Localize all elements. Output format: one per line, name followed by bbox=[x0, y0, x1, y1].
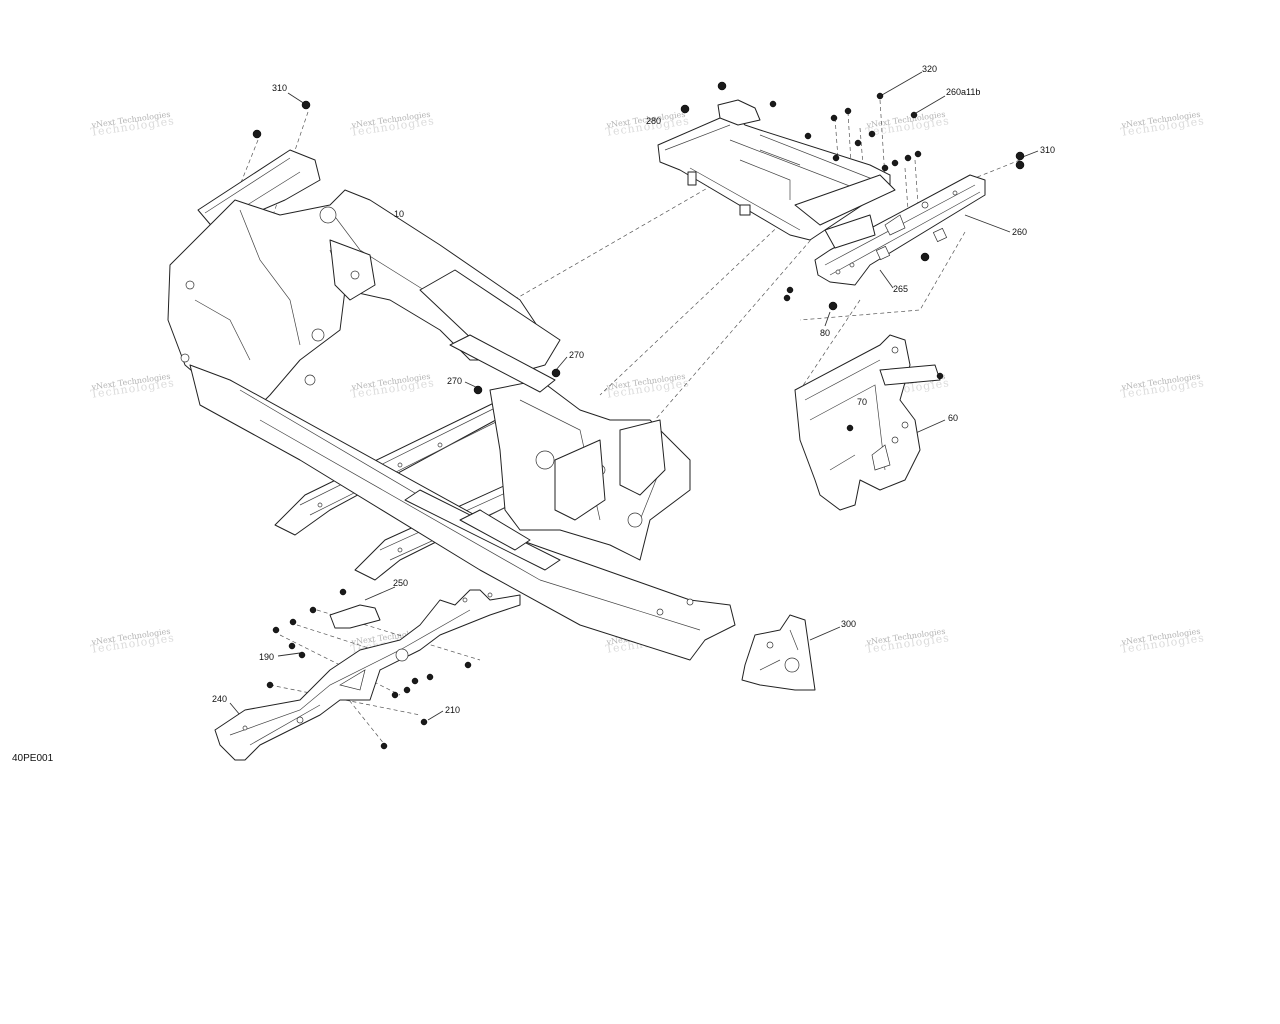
callout-70: 70 bbox=[857, 397, 867, 407]
callout-260a11b: 260a11b bbox=[946, 87, 980, 97]
main-frame-part-10 bbox=[167, 149, 736, 661]
nut-icon bbox=[403, 686, 411, 694]
nut-icon bbox=[464, 661, 472, 669]
nut-icon bbox=[266, 681, 274, 689]
nut-icon bbox=[920, 252, 930, 262]
watermark: Technologies vNext Technologies bbox=[1120, 627, 1206, 656]
watermark: Technologies vNext Technologies bbox=[350, 372, 436, 401]
callout-250: 250 bbox=[393, 578, 408, 588]
bracket-part-300 bbox=[741, 614, 816, 691]
nut-icon bbox=[309, 606, 317, 614]
nut-icon bbox=[783, 294, 791, 302]
callout-60: 60 bbox=[948, 413, 958, 423]
nut-icon bbox=[786, 286, 794, 294]
callout-260: 260 bbox=[1012, 227, 1027, 237]
nut-icon bbox=[891, 159, 899, 167]
callout-310: 310 bbox=[272, 83, 287, 93]
watermark: Technologies vNext Technologies bbox=[90, 372, 176, 401]
nut-icon bbox=[904, 154, 912, 162]
nut-icon bbox=[301, 100, 311, 110]
watermark: Technologies vNext Technologies bbox=[1120, 110, 1206, 139]
watermark: Technologies vNext Technologies bbox=[1120, 372, 1206, 401]
callout-270: 270 bbox=[569, 350, 584, 360]
callout-310: 310 bbox=[1040, 145, 1055, 155]
watermark: Technologies vNext Technologies bbox=[90, 110, 176, 139]
nut-icon bbox=[844, 107, 852, 115]
nut-icon bbox=[876, 92, 884, 100]
fasteners bbox=[252, 81, 1025, 750]
nut-icon bbox=[717, 81, 727, 91]
nut-icon bbox=[339, 588, 347, 596]
nut-icon bbox=[828, 301, 838, 311]
nut-icon bbox=[854, 139, 862, 147]
callout-10: 10 bbox=[394, 209, 404, 219]
watermark: Technologies vNext Technologies bbox=[865, 627, 951, 656]
bracket-part-250 bbox=[329, 604, 381, 629]
diagram-id: 40PE001 bbox=[12, 753, 54, 764]
callout-labels: 310 310 320 260a11b 280 10 260 265 80 27… bbox=[212, 64, 1055, 715]
callout-80: 80 bbox=[820, 328, 830, 338]
nut-icon bbox=[288, 642, 296, 650]
nut-icon bbox=[914, 150, 922, 158]
nut-icon bbox=[804, 132, 812, 140]
nut-icon bbox=[272, 626, 280, 634]
nut-icon bbox=[832, 154, 840, 162]
nut-icon bbox=[680, 104, 690, 114]
callout-280: 280 bbox=[646, 116, 661, 126]
nut-icon bbox=[936, 372, 944, 380]
callout-320: 320 bbox=[922, 64, 937, 74]
nut-icon bbox=[391, 691, 399, 699]
nut-icon bbox=[298, 651, 306, 659]
callout-190: 190 bbox=[259, 652, 274, 662]
nut-icon bbox=[252, 129, 262, 139]
nut-icon bbox=[910, 111, 918, 119]
callout-240: 240 bbox=[212, 694, 227, 704]
bracket-part-60 bbox=[794, 334, 941, 511]
watermark: Technologies vNext Technologies bbox=[350, 110, 436, 139]
nut-icon bbox=[1015, 160, 1025, 170]
nut-icon bbox=[473, 385, 483, 395]
callout-265: 265 bbox=[893, 284, 908, 294]
lower-arm-part-240 bbox=[214, 589, 521, 761]
nut-icon bbox=[881, 164, 889, 172]
callout-300: 300 bbox=[841, 619, 856, 629]
watermark: Technologies vNext Technologies bbox=[605, 372, 691, 401]
callout-270: 270 bbox=[447, 376, 462, 386]
callout-210: 210 bbox=[445, 705, 460, 715]
nut-icon bbox=[551, 368, 561, 378]
rear-subframe-part-260 bbox=[657, 99, 986, 286]
nut-icon bbox=[289, 618, 297, 626]
nut-icon bbox=[426, 673, 434, 681]
watermark: Technologies vNext Technologies bbox=[865, 110, 951, 139]
nut-icon bbox=[420, 718, 428, 726]
nut-icon bbox=[769, 100, 777, 108]
nut-icon bbox=[1015, 151, 1025, 161]
nut-icon bbox=[380, 742, 388, 750]
nut-icon bbox=[846, 424, 854, 432]
nut-icon bbox=[868, 130, 876, 138]
watermark: Technologies vNext Technologies bbox=[90, 627, 176, 656]
nut-icon bbox=[411, 677, 419, 685]
nut-icon bbox=[830, 114, 838, 122]
